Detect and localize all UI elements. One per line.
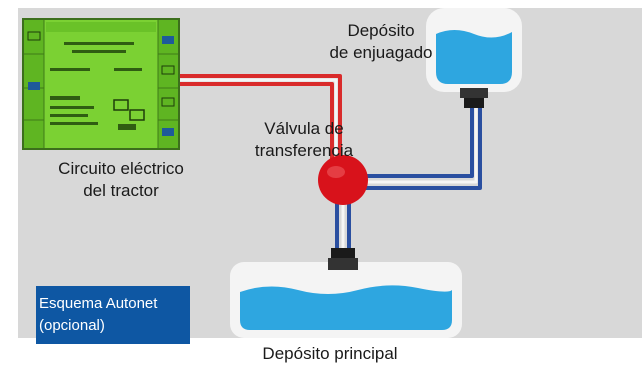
rinse-tank-label-line2: de enjuagado (329, 43, 433, 62)
valve-label: Válvula de transferencia (224, 118, 384, 162)
valve-label-line1: Válvula de (264, 119, 344, 138)
rinse-tank-label: Depósito de enjuagado (286, 20, 476, 64)
note-line2: (opcional) (39, 317, 105, 334)
tractor-label-line2: del tractor (83, 181, 159, 200)
autonet-schematic (22, 8, 522, 338)
rinse-tank-label-line1: Depósito (347, 21, 415, 40)
main-pipe (335, 198, 351, 248)
tractor-label-line1: Circuito eléctrico (58, 159, 184, 178)
rinse-tank (426, 8, 522, 108)
autonet-note: Esquema Autonet (opcional) (36, 286, 190, 344)
main-tank (230, 248, 462, 338)
rinse-pipe (358, 104, 482, 190)
diagram-stage: Depósito de enjuagado Válvula de transfe… (18, 8, 642, 344)
main-tank-label: Depósito principal (262, 344, 398, 363)
transfer-valve (318, 155, 368, 205)
electric-wire (180, 74, 342, 160)
valve-label-line2: transferencia (254, 141, 354, 160)
tractor-screen (22, 18, 180, 150)
tractor-circuit-label: Circuito eléctrico del tractor (36, 158, 206, 202)
note-line1: Esquema Autonet (39, 295, 158, 312)
